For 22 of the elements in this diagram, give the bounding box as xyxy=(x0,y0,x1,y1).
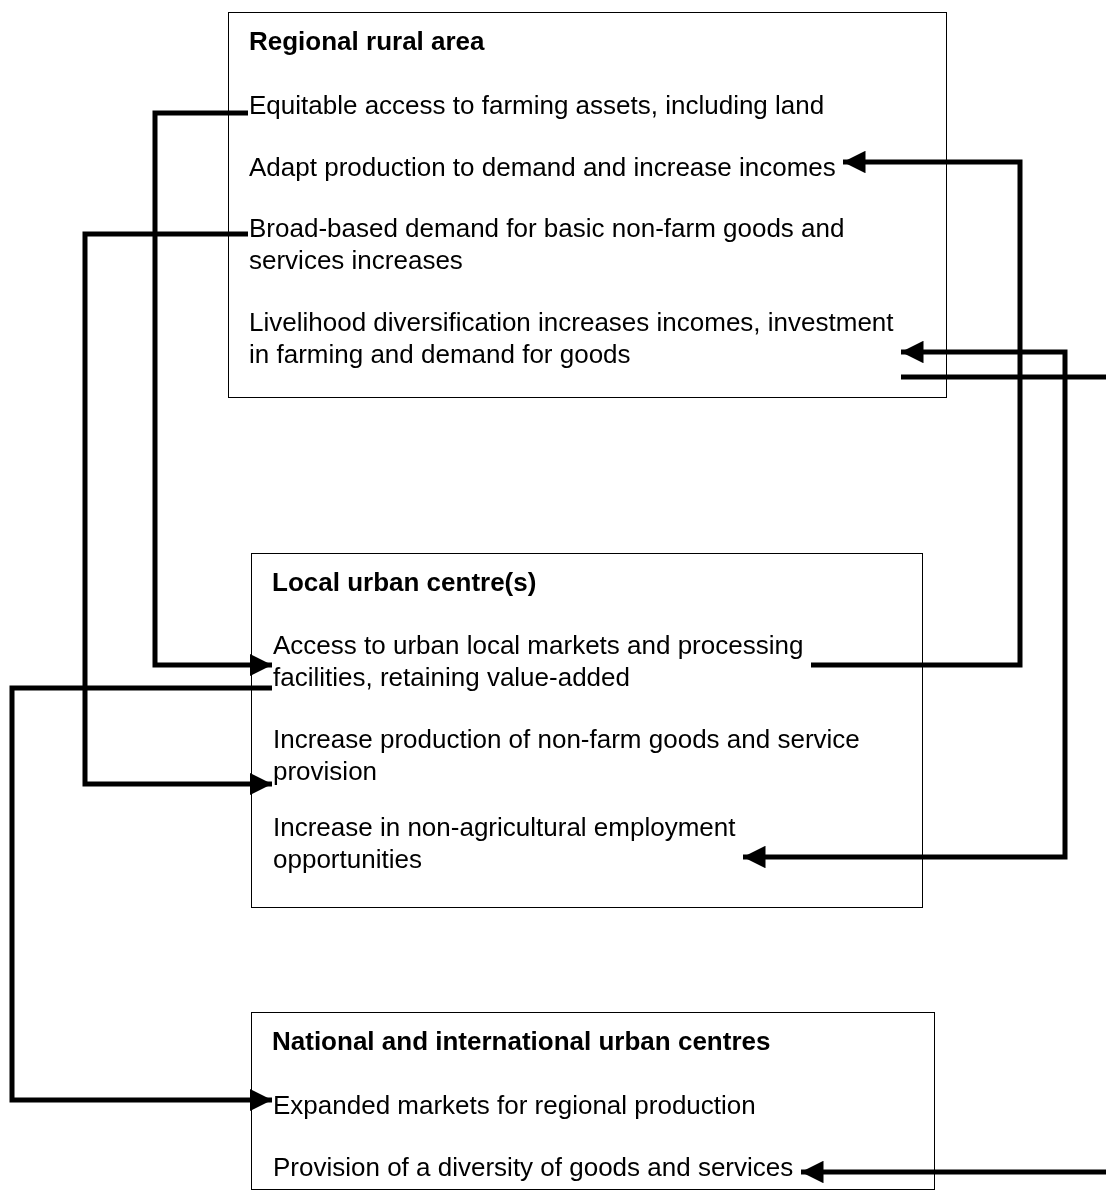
arrow xyxy=(152,110,272,677)
outcome-text: Provision of a diversity of goods and services xyxy=(273,1151,802,1183)
arrow xyxy=(743,340,1068,869)
arrow xyxy=(811,150,1023,668)
region-box xyxy=(228,12,947,398)
outcome-text: Expanded markets for regional production xyxy=(273,1089,764,1121)
outcome-text: Access to urban local markets and processing facilities, retaining value-added xyxy=(273,629,812,693)
box-title: Regional rural area xyxy=(249,25,485,57)
box-title: National and international urban centres xyxy=(272,1025,771,1057)
arrow xyxy=(801,1160,1106,1184)
region-box xyxy=(251,1012,935,1190)
outcome-text: Broad-based demand for basic non-farm goods and services increases xyxy=(249,212,853,276)
outcome-text: Equitable access to farming assets, including land xyxy=(249,89,833,121)
arrow xyxy=(82,231,272,796)
region-box xyxy=(251,553,923,908)
box-title: Local urban centre(s) xyxy=(272,566,537,598)
connector-line xyxy=(901,374,1106,380)
outcome-text: Increase production of non-farm goods and service provision xyxy=(273,723,868,787)
outcome-text: Adapt production to demand and increase incomes xyxy=(249,151,844,183)
outcome-text: Livelihood diversification increases incomes, investment in farming and demand for goods xyxy=(249,306,902,386)
outcome-text: Increase in non-agricultural employment opportunities xyxy=(273,811,744,875)
arrow xyxy=(9,685,272,1112)
